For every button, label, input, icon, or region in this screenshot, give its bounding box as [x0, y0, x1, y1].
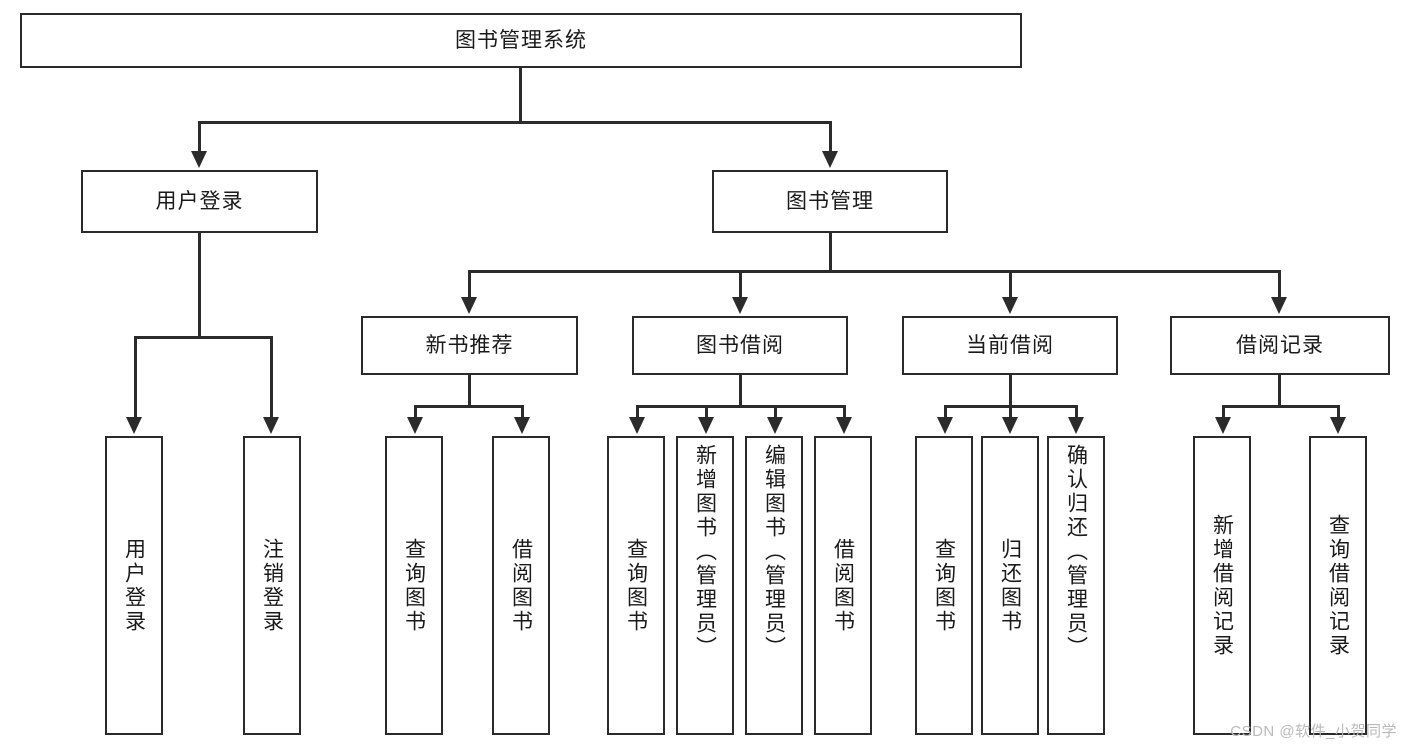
- edge-user-login-drop-1: [134, 336, 137, 417]
- arrow-current-borrow-leaf-1: [937, 417, 953, 434]
- leaf-logout-label: 注销登录: [260, 537, 284, 634]
- node-new-book-recommend[interactable]: 新书推荐: [361, 316, 578, 375]
- arrow-book-borrow-leaf-2: [698, 417, 714, 434]
- leaf-add-borrow-record[interactable]: 新增借阅记录: [1193, 436, 1251, 735]
- edge-current-borrow-stem: [1009, 375, 1012, 405]
- node-borrow-record[interactable]: 借阅记录: [1170, 316, 1390, 375]
- leaf-confirm-return-admin-label: 确认归还（管理员）: [1064, 444, 1088, 660]
- leaf-query-book-borrow-label: 查询图书: [624, 537, 648, 634]
- edge-new-book-stem: [468, 375, 471, 405]
- leaf-user-login[interactable]: 用户登录: [105, 436, 163, 735]
- edge-book-borrow-drop-3: [774, 405, 777, 417]
- csdn-watermark: CSDN @软件_小贺同学: [1230, 723, 1397, 740]
- arrow-book-borrow-leaf-1: [629, 417, 645, 434]
- leaf-query-book-recommend[interactable]: 查询图书: [385, 436, 443, 735]
- edge-new-book-drop-2: [521, 405, 524, 417]
- leaf-query-book-current-label: 查询图书: [932, 537, 956, 634]
- node-book-borrow-label: 图书借阅: [696, 333, 784, 357]
- arrow-current-borrow-leaf-2: [1002, 417, 1018, 434]
- leaf-borrow-book[interactable]: 借阅图书: [814, 436, 872, 735]
- arrow-book-borrow-leaf-4: [836, 417, 852, 434]
- arrow-root-to-user-login: [191, 151, 207, 168]
- arrow-borrow-record-leaf-2: [1330, 417, 1346, 434]
- leaf-return-book-label: 归还图书: [998, 537, 1022, 634]
- edge-borrow-record-bar: [1222, 405, 1339, 408]
- leaf-query-book-current[interactable]: 查询图书: [915, 436, 973, 735]
- node-book-borrow[interactable]: 图书借阅: [632, 316, 848, 375]
- edge-book-mgmt-drop-3: [1009, 270, 1012, 297]
- edge-root-to-book-mgmt: [829, 121, 832, 151]
- leaf-query-book-borrow[interactable]: 查询图书: [607, 436, 665, 735]
- arrow-new-book-leaf-1: [407, 417, 423, 434]
- leaf-add-borrow-record-label: 新增借阅记录: [1210, 513, 1234, 658]
- leaf-add-book-admin-label: 新增图书（管理员）: [693, 444, 717, 660]
- arrow-current-borrow-leaf-3: [1068, 417, 1084, 434]
- edge-current-borrow-drop-1: [944, 405, 947, 417]
- edge-borrow-record-drop-1: [1222, 405, 1225, 417]
- edge-borrow-record-stem: [1278, 375, 1281, 405]
- leaf-edit-book-admin[interactable]: 编辑图书（管理员）: [745, 436, 803, 735]
- edge-book-borrow-drop-4: [843, 405, 846, 417]
- edge-user-login-stem: [198, 233, 201, 336]
- edge-book-mgmt-drop-1: [468, 270, 471, 297]
- arrow-new-book-leaf-2: [514, 417, 530, 434]
- leaf-return-book[interactable]: 归还图书: [981, 436, 1039, 735]
- arrow-root-to-book-mgmt: [822, 151, 838, 168]
- edge-new-book-drop-1: [414, 405, 417, 417]
- edge-book-borrow-drop-2: [705, 405, 708, 417]
- leaf-add-book-admin[interactable]: 新增图书（管理员）: [676, 436, 734, 735]
- edge-book-borrow-drop-1: [636, 405, 639, 417]
- edge-root-bar: [198, 121, 831, 124]
- node-book-management[interactable]: 图书管理: [712, 170, 948, 233]
- arrow-user-login-leaf-2: [263, 417, 279, 434]
- edge-borrow-record-drop-2: [1337, 405, 1340, 417]
- arrow-book-mgmt-child-3: [1002, 297, 1018, 314]
- leaf-user-login-label: 用户登录: [122, 537, 146, 634]
- edge-root-to-user-login: [198, 121, 201, 151]
- edge-new-book-bar: [414, 405, 523, 408]
- edge-current-borrow-drop-2: [1009, 405, 1012, 417]
- leaf-edit-book-admin-label: 编辑图书（管理员）: [762, 444, 786, 660]
- leaf-query-borrow-record[interactable]: 查询借阅记录: [1309, 436, 1367, 735]
- leaf-confirm-return-admin[interactable]: 确认归还（管理员）: [1047, 436, 1105, 735]
- edge-current-borrow-drop-3: [1075, 405, 1078, 417]
- node-user-login-label: 用户登录: [155, 189, 244, 213]
- node-new-book-recommend-label: 新书推荐: [425, 333, 514, 357]
- arrow-book-mgmt-child-1: [461, 297, 477, 314]
- arrow-borrow-record-leaf-1: [1215, 417, 1231, 434]
- edge-root-stem: [519, 68, 522, 121]
- node-root-label: 图书管理系统: [455, 28, 587, 52]
- node-borrow-record-label: 借阅记录: [1236, 333, 1324, 357]
- node-user-login[interactable]: 用户登录: [81, 170, 318, 233]
- node-root[interactable]: 图书管理系统: [20, 13, 1022, 68]
- leaf-borrow-book-recommend-label: 借阅图书: [509, 537, 533, 634]
- arrow-book-mgmt-child-2: [732, 297, 748, 314]
- node-current-borrow-label: 当前借阅: [966, 333, 1054, 357]
- node-book-management-label: 图书管理: [786, 189, 874, 213]
- leaf-query-book-recommend-label: 查询图书: [402, 537, 426, 634]
- edge-book-mgmt-drop-2: [739, 270, 742, 297]
- edge-book-mgmt-drop-4: [1278, 270, 1281, 297]
- leaf-logout[interactable]: 注销登录: [243, 436, 301, 735]
- edge-user-login-bar: [134, 336, 271, 339]
- arrow-book-borrow-leaf-3: [767, 417, 783, 434]
- edge-book-borrow-stem: [739, 375, 742, 405]
- leaf-borrow-book-recommend[interactable]: 借阅图书: [492, 436, 550, 735]
- leaf-query-borrow-record-label: 查询借阅记录: [1326, 513, 1350, 658]
- edge-book-mgmt-bar: [468, 270, 1280, 273]
- edge-book-borrow-bar: [636, 405, 845, 408]
- arrow-book-mgmt-child-4: [1271, 297, 1287, 314]
- edge-user-login-drop-2: [270, 336, 273, 417]
- leaf-borrow-book-label: 借阅图书: [831, 537, 855, 634]
- arrow-user-login-leaf-1: [126, 417, 142, 434]
- edge-book-mgmt-stem: [829, 233, 832, 270]
- node-current-borrow[interactable]: 当前借阅: [902, 316, 1118, 375]
